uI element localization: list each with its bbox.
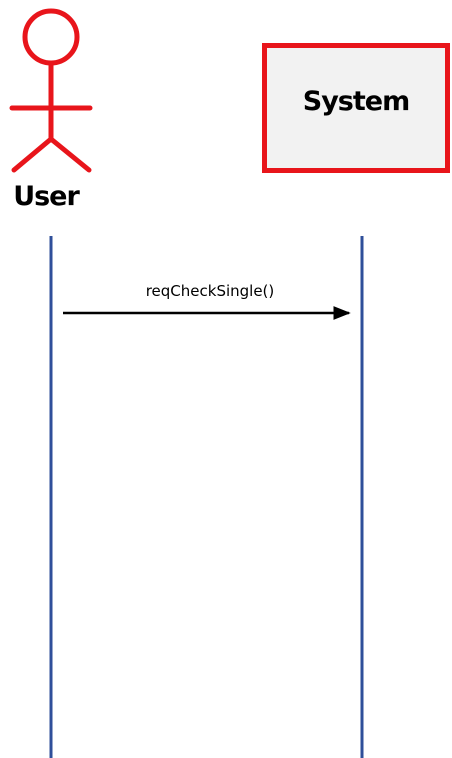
message-label: reqCheckSingle() bbox=[145, 282, 275, 300]
actor-label: User bbox=[13, 181, 80, 212]
actor-right-leg bbox=[48, 136, 92, 173]
user-actor-figure bbox=[9, 8, 93, 173]
actor-left-leg bbox=[11, 136, 54, 173]
actor-head bbox=[22, 8, 80, 66]
participant-label: System bbox=[302, 85, 410, 117]
system-participant-box: System bbox=[262, 43, 450, 173]
